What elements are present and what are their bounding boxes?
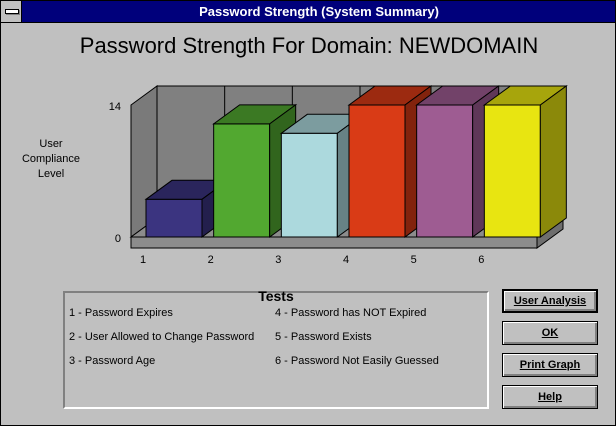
- x-tick-label: 1: [140, 254, 146, 266]
- bar: [483, 104, 541, 238]
- y-tick-label: 0: [115, 233, 121, 245]
- test-item: 5 - Password Exists: [275, 331, 372, 343]
- help-button[interactable]: Help: [502, 385, 598, 409]
- title-bar: Password Strength (System Summary): [1, 1, 615, 23]
- test-item: 6 - Password Not Easily Guessed: [275, 355, 439, 367]
- x-tick-label: 6: [478, 254, 484, 266]
- tests-legend-box: Tests 1 - Password Expires 2 - User Allo…: [63, 288, 489, 409]
- test-item: 3 - Password Age: [69, 355, 156, 367]
- test-item: 1 - Password Expires: [69, 307, 173, 319]
- bar-side: [539, 85, 567, 238]
- test-item: 4 - Password has NOT Expired: [275, 307, 427, 319]
- y-tick-label: 14: [109, 101, 121, 113]
- tests-title: Tests: [258, 288, 294, 304]
- bar: [416, 104, 474, 238]
- user-analysis-button[interactable]: User Analysis: [502, 289, 598, 313]
- chart-heading: Password Strength For Domain: NEWDOMAIN: [79, 33, 539, 58]
- ok-button[interactable]: OK: [502, 321, 598, 345]
- bar: [213, 123, 271, 238]
- bar-chart: 0 14 1 2 3 4 5 6: [109, 85, 568, 266]
- y-axis-label: User Compliance Level: [11, 137, 91, 182]
- print-graph-button[interactable]: Print Graph: [502, 353, 598, 377]
- x-tick-label: 4: [343, 254, 349, 266]
- chart-floor-edge: [130, 236, 538, 249]
- bar: [348, 104, 406, 238]
- bar: [145, 198, 203, 238]
- system-menu-icon: [5, 9, 19, 14]
- y-axis-label-line: Compliance: [21, 153, 81, 165]
- y-axis-label-line: Level: [37, 168, 65, 180]
- system-menu-button[interactable]: [1, 1, 22, 22]
- window-title: Password Strength (System Summary): [199, 4, 439, 19]
- x-tick-label: 2: [208, 254, 214, 266]
- bar: [280, 132, 338, 238]
- x-tick-label: 5: [411, 254, 417, 266]
- y-axis-label-line: User: [39, 138, 63, 150]
- x-tick-label: 3: [275, 254, 281, 266]
- test-item: 2 - User Allowed to Change Password: [69, 331, 255, 343]
